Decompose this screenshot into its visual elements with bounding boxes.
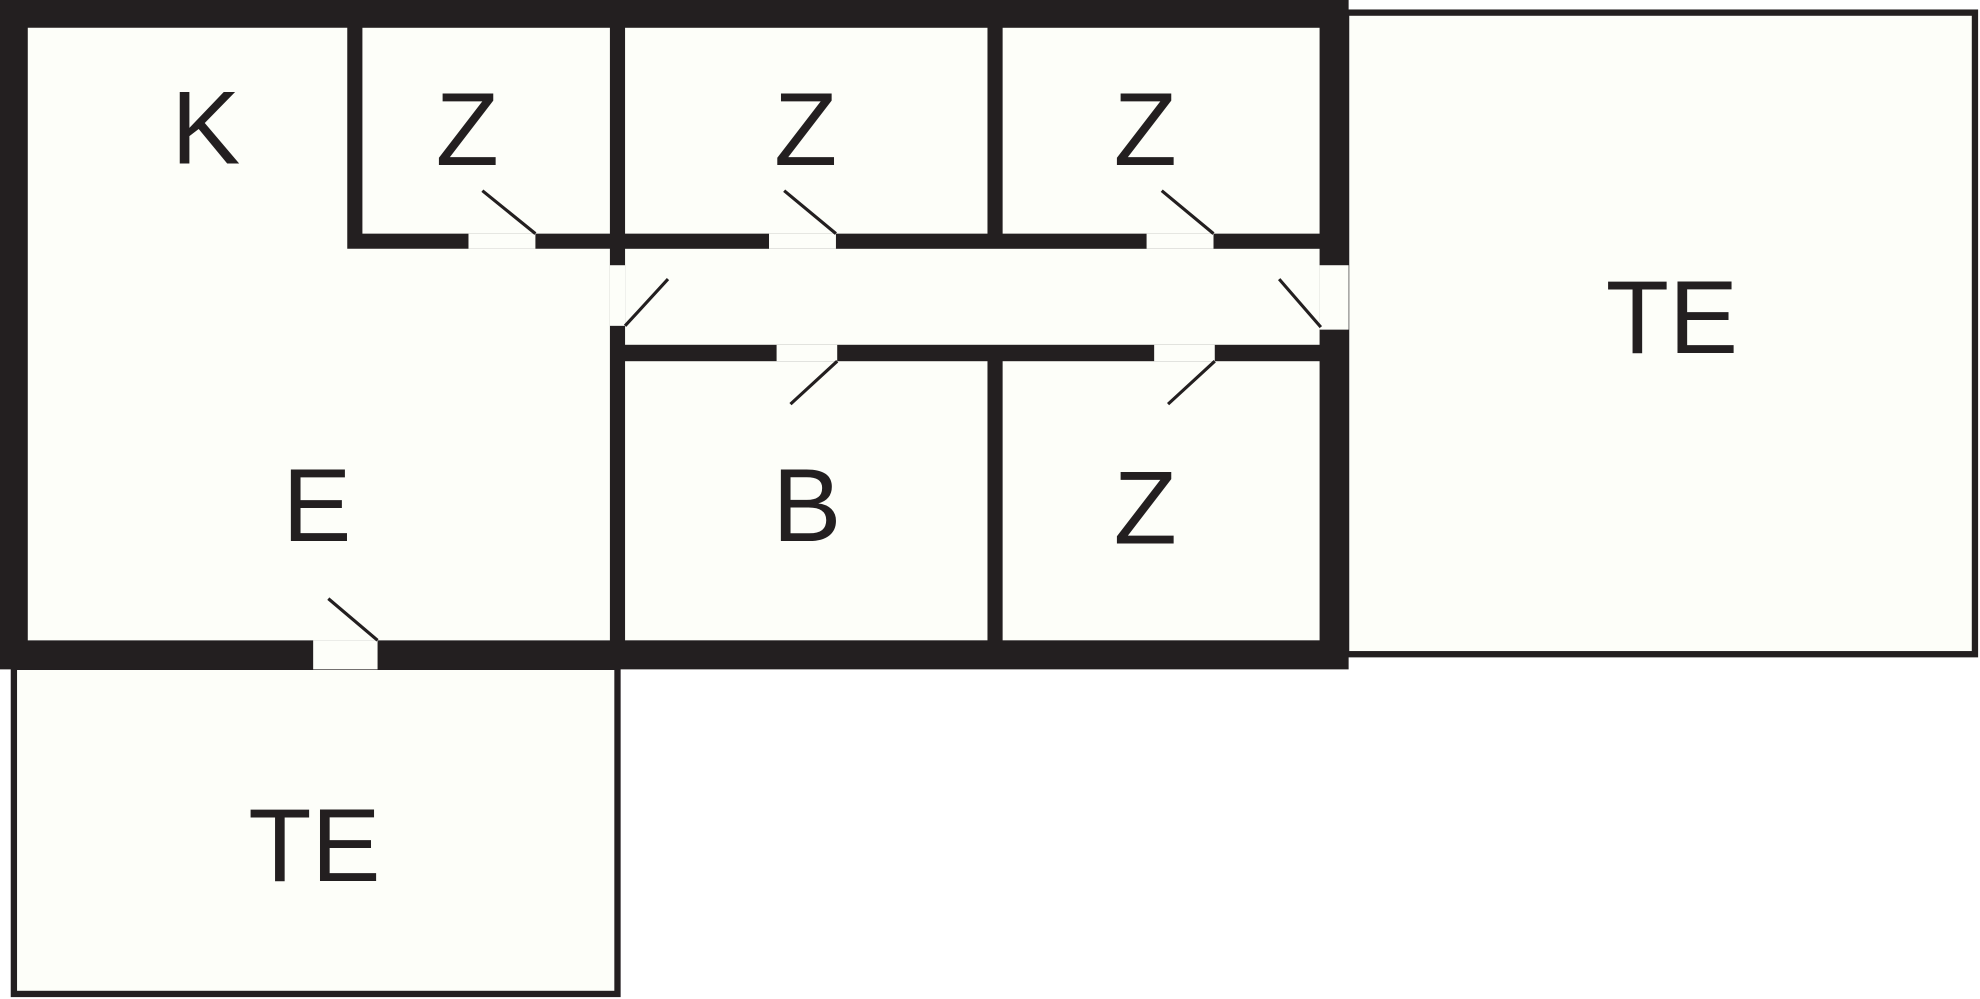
terrace-right (1342, 9, 1979, 658)
door-swing (327, 597, 379, 642)
door-swing (789, 360, 839, 406)
room-bottom-floor (1002, 361, 1320, 641)
door-swing (1160, 189, 1215, 235)
room-label-top-3: Z (1114, 71, 1177, 187)
room-top-2-floor (625, 27, 988, 234)
room-label-terrace-bottom: TE (248, 787, 380, 903)
door-swing (783, 189, 837, 235)
corridor-floor (625, 248, 1320, 345)
door-opening (776, 344, 838, 362)
bathroom-floor (625, 361, 988, 641)
room-label-bottom: Z (1114, 450, 1177, 566)
door-opening (1154, 344, 1215, 362)
room-label-kitchen: K (171, 70, 240, 186)
room-label-entrance: E (282, 447, 351, 563)
door-opening (313, 640, 378, 670)
door-swing (1277, 278, 1323, 329)
kitchen-entrance-floor (27, 27, 610, 641)
door-swing (481, 189, 537, 235)
room-label-terrace-right: TE (1606, 259, 1738, 375)
door-opening (1319, 265, 1349, 330)
door-opening (609, 265, 626, 326)
door-opening (468, 233, 536, 249)
room-label-top-2: Z (774, 71, 837, 187)
room-top-1-floor (362, 27, 610, 234)
door-opening (1146, 233, 1214, 249)
terrace-bottom (10, 663, 621, 998)
door-swing (1166, 360, 1216, 406)
door-swing (623, 278, 670, 327)
room-top-3-floor (1002, 27, 1320, 234)
door-opening (769, 233, 836, 249)
room-label-bathroom: B (772, 447, 841, 563)
room-label-top-1: Z (436, 71, 499, 187)
